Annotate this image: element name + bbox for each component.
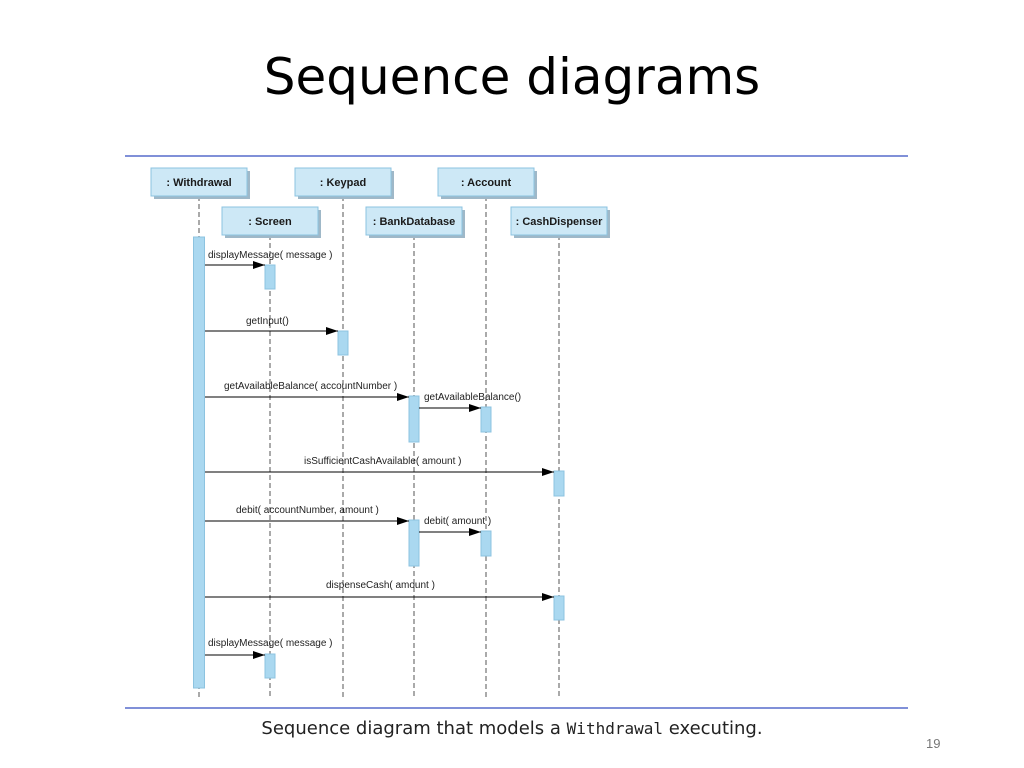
message-label-1: displayMessage( message ) — [208, 250, 333, 261]
object-box-cashdispenser — [510, 206, 608, 236]
object-label-account: : Account — [461, 177, 512, 189]
caption-prefix: Sequence diagram that models a — [261, 718, 567, 739]
caption-suffix: executing. — [663, 718, 763, 739]
object-label-cashdispenser: : CashDispenser — [516, 216, 604, 228]
object-box-account — [437, 167, 535, 197]
object-box-bankdatabase — [365, 206, 463, 236]
caption-code: Withdrawal — [566, 719, 663, 738]
message-label-6: debit( accountNumber, amount ) — [236, 505, 379, 516]
activation-bar-account-4 — [480, 406, 492, 433]
message-label-3: getAvailableBalance( accountNumber ) — [224, 381, 397, 392]
object-box-withdrawal — [150, 167, 248, 197]
message-label-7: debit( amount ) — [424, 516, 491, 527]
object-label-withdrawal: : Withdrawal — [166, 177, 231, 189]
activation-bar-bankdatabase-3 — [408, 395, 420, 443]
page-number: 19 — [926, 736, 941, 751]
activation-bar-cashdispenser-5 — [553, 470, 565, 497]
object-label-keypad: : Keypad — [320, 177, 366, 189]
activation-bar-screen-1 — [264, 264, 276, 290]
activation-bar-keypad-2 — [337, 330, 349, 356]
message-label-5: isSufficientCashAvailable( amount ) — [304, 456, 462, 467]
activation-bar-screen-9 — [264, 653, 276, 679]
object-label-screen: : Screen — [248, 216, 292, 228]
top-divider — [125, 155, 908, 157]
message-label-9: displayMessage( message ) — [208, 638, 333, 649]
activation-bar-bankdatabase-6 — [408, 519, 420, 567]
figure-caption: Sequence diagram that models a Withdrawa… — [0, 718, 1024, 739]
bottom-divider — [125, 707, 908, 709]
object-box-screen — [221, 206, 319, 236]
object-label-bankdatabase: : BankDatabase — [373, 216, 456, 228]
activation-bar-account-7 — [480, 530, 492, 557]
message-label-8: dispenseCash( amount ) — [326, 580, 435, 591]
message-label-4: getAvailableBalance() — [424, 392, 521, 403]
slide-title: Sequence diagrams — [263, 48, 761, 106]
message-label-2: getInput() — [246, 316, 289, 327]
activation-bar-cashdispenser-8 — [553, 595, 565, 621]
object-box-keypad — [294, 167, 392, 197]
activation-bar-withdrawal-0 — [193, 236, 205, 689]
